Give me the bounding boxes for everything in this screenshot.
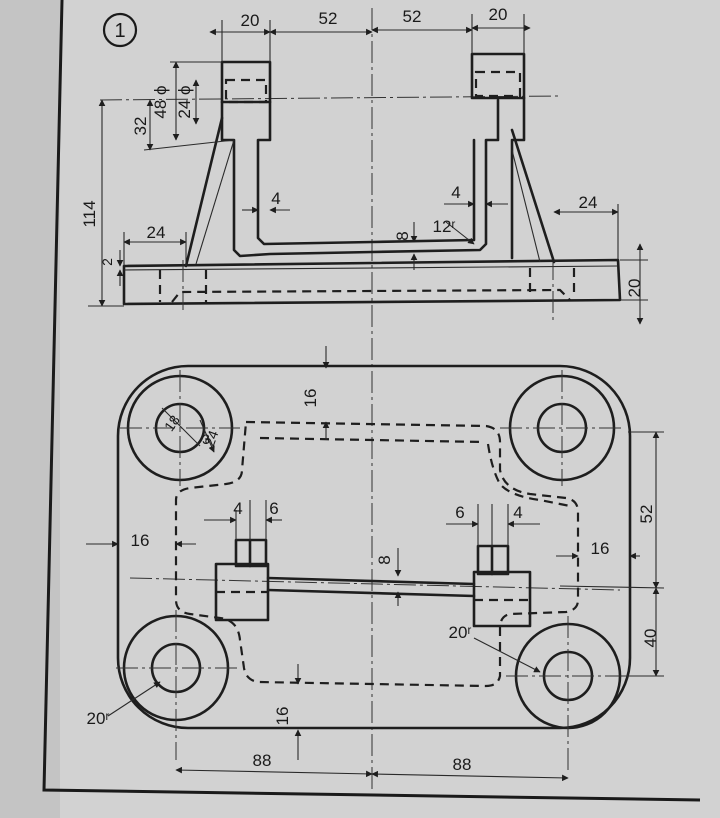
dim-dia-24-plan: 24: [201, 428, 221, 448]
right-housing-lower: [510, 96, 526, 260]
front-view: 20 52 52 20 48 ϕ 24 ϕ 32 114 24 2 4 4: [80, 5, 648, 790]
dim-4-plan-right: 4: [513, 503, 522, 522]
dim-114: 114: [80, 200, 99, 227]
dim-16-bottom: 16: [273, 707, 292, 726]
dim-6-plan-right: 6: [455, 503, 464, 522]
dim-r-3: 3: [202, 431, 210, 447]
dim-24-left: 24: [147, 223, 166, 242]
dim-6-plan-left: 6: [269, 499, 278, 518]
dim-40-plan: 40: [641, 629, 660, 648]
right-rib-outer: [510, 128, 556, 264]
dim-20-height: 20: [625, 279, 644, 298]
dim-88-left: 88: [253, 751, 272, 770]
base-top-edge: [123, 265, 619, 271]
drawing-number: 1: [114, 20, 125, 42]
dim-20r-left: 20ʳ: [87, 709, 110, 728]
dim-dia-48: 48 ϕ: [151, 85, 170, 118]
dim-24-right: 24: [579, 193, 598, 212]
plan-axis-line: [129, 577, 621, 591]
leader-12r: [445, 221, 475, 245]
recess-hidden-outline: [174, 420, 580, 688]
ext-line-32-bottom: [143, 139, 235, 151]
dim-4-plan-left: 4: [233, 499, 242, 518]
dim-line-88-left: [175, 766, 373, 778]
dim-20-left: 20: [241, 11, 260, 30]
ext-52-bottom: [559, 585, 665, 589]
dim-52-left: 52: [319, 9, 338, 28]
connecting-rib-bottom: [266, 588, 476, 598]
dim-52-plan: 52: [637, 505, 656, 524]
dim-16-top: 16: [301, 389, 320, 408]
paper-margin: [0, 0, 60, 818]
dim-4-left: 4: [271, 189, 280, 208]
dim-20-right: 20: [489, 5, 508, 24]
dia-leader-24: [199, 419, 215, 453]
left-bore-hidden: [224, 78, 268, 104]
right-bearing-housing-top: [470, 52, 526, 100]
right-bore-hidden: [474, 70, 522, 98]
dim-32: 32: [131, 117, 150, 136]
base-recess-hidden: [171, 288, 571, 303]
dim-16-left: 16: [131, 531, 150, 550]
dim-4-right: 4: [451, 183, 460, 202]
dim-52-right: 52: [403, 7, 422, 26]
recess-inner-right: [486, 443, 571, 508]
top-view: 18 24 3 16 4 6 6 4 16 16 8: [86, 346, 665, 782]
drawing-number-circle: [102, 12, 138, 48]
right-rib-inner: [511, 149, 541, 263]
dim-20r-right: 20ʳ: [449, 623, 472, 642]
dim-88-right: 88: [453, 755, 472, 774]
leader-20r-right: [473, 637, 541, 673]
dia-leader-18: [161, 407, 201, 447]
dim-2: 2: [99, 258, 115, 266]
connecting-rib-top: [266, 576, 476, 586]
dim-12-radius: 12ʳ: [433, 217, 456, 236]
inner-web-outline: [256, 100, 476, 246]
dim-16-right: 16: [591, 539, 610, 558]
dim-8-center: 8: [375, 555, 394, 564]
dim-dia-24: 24 ϕ: [175, 85, 194, 118]
left-rib-inner: [195, 139, 235, 265]
leader-20r-left: [107, 681, 161, 717]
dim-line-88-right: [371, 770, 569, 782]
recess-inner-top: [259, 436, 485, 444]
sheet-border: [42, 0, 701, 802]
left-rib-outer: [184, 116, 224, 268]
dim-8-front: 8: [393, 231, 412, 240]
